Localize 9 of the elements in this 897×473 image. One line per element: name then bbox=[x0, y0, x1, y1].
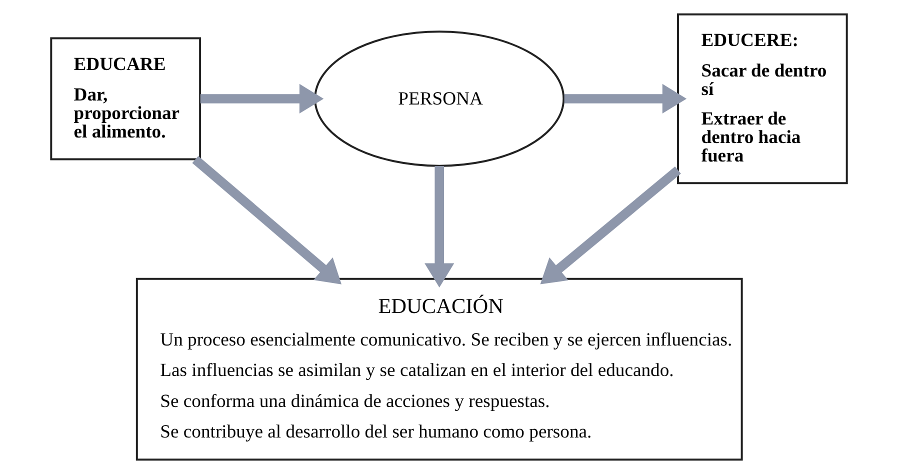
arrow bbox=[192, 155, 342, 284]
arrow bbox=[200, 83, 324, 114]
node-box: EDUCERE: Sacar de dentro sí Extraer de dentro hacia fuera bbox=[676, 12, 848, 184]
node-box: EDUCARE Dar, proporcionar el alimento. bbox=[50, 36, 201, 160]
node-box: EDUCACIÓN Un proceso esencialmente comunicativo. Se reciben y se ejercen influencias. Las influencias se asimilan y se catalizan en el interior del educando. Se conforma una dinámica de acciones y respuestas. Se contribuye al desarrollo del ser humano como persona. bbox=[135, 277, 742, 460]
arrow bbox=[540, 166, 680, 284]
arrow bbox=[424, 165, 454, 287]
arrow bbox=[564, 83, 686, 114]
node-ellipse: PERSONA bbox=[314, 30, 564, 166]
